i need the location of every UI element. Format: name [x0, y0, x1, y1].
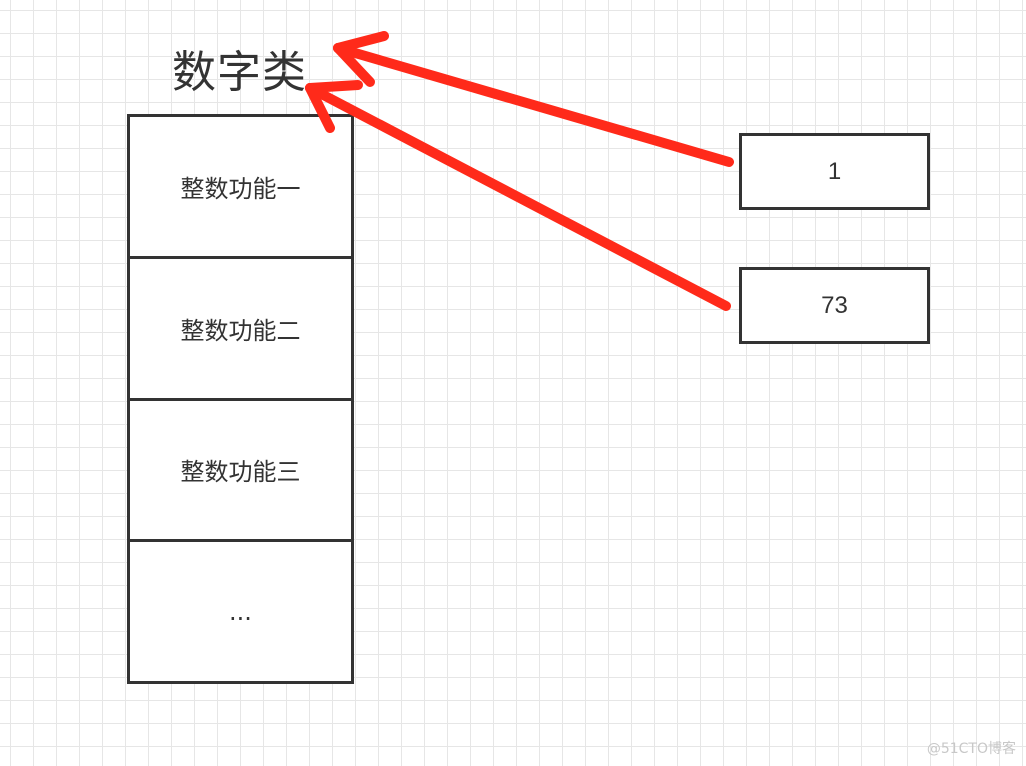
watermark-text: @51CTO博客 — [926, 741, 1016, 757]
arrow-from-1 — [333, 31, 734, 167]
class-cell-3: 整数功能三 — [130, 401, 351, 543]
class-cell-more: ... — [229, 597, 252, 626]
value-box-1: 1 — [739, 133, 930, 210]
class-cell-1: 整数功能一 — [130, 117, 351, 259]
arrow-head-1b — [333, 43, 375, 87]
class-cell-2: 整数功能二 — [130, 259, 351, 401]
arrow-head-1a — [333, 31, 389, 53]
arrow-shaft-2 — [305, 83, 731, 311]
class-title: 数字类 — [172, 47, 307, 98]
value-box-73: 73 — [739, 267, 930, 344]
number-class-box: 整数功能一 整数功能二 整数功能三 ... — [127, 114, 354, 684]
arrow-from-73 — [305, 80, 731, 311]
arrow-shaft-1 — [333, 43, 734, 167]
